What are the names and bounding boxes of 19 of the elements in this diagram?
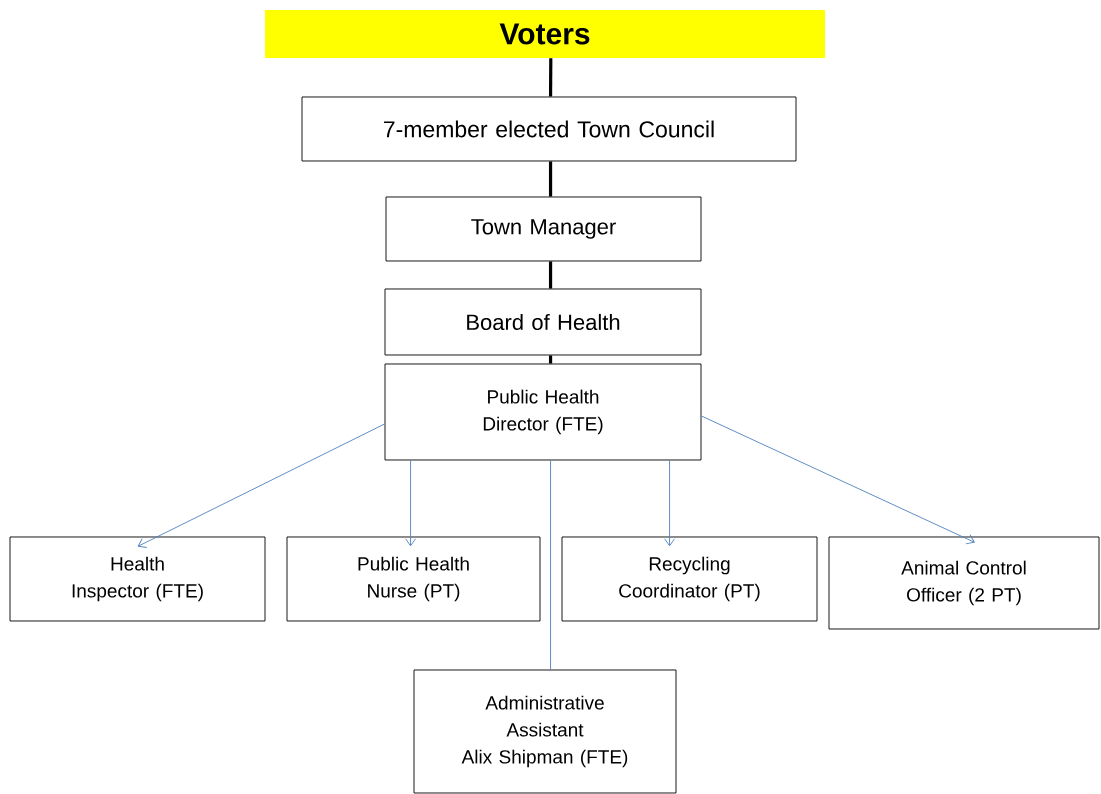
connector-line	[548, 161, 553, 197]
role-box: Health Inspector (FTE)	[9, 536, 266, 622]
role-box: Town Manager	[385, 196, 702, 262]
connector-line	[548, 355, 553, 364]
role-box: Animal Control Officer (2 PT)	[828, 536, 1100, 630]
role-box: Recycling Coordinator (PT)	[561, 536, 818, 622]
connector-line	[548, 261, 553, 289]
connector-line	[548, 58, 553, 97]
role-box: 7-member elected Town Council	[301, 96, 797, 162]
role-box: Board of Health	[384, 288, 702, 356]
title-band: Voters	[265, 10, 825, 58]
role-box: Public Health Director (FTE)	[384, 363, 702, 461]
arrow	[664, 460, 675, 547]
role-box: Public Health Nurse (PT)	[286, 536, 541, 622]
role-box: Administrative Assistant Alix Shipman (FTE)	[413, 669, 677, 794]
arrow	[137, 423, 385, 549]
arrow	[405, 460, 416, 547]
connector-line	[550, 460, 551, 670]
arrow	[701, 415, 975, 545]
